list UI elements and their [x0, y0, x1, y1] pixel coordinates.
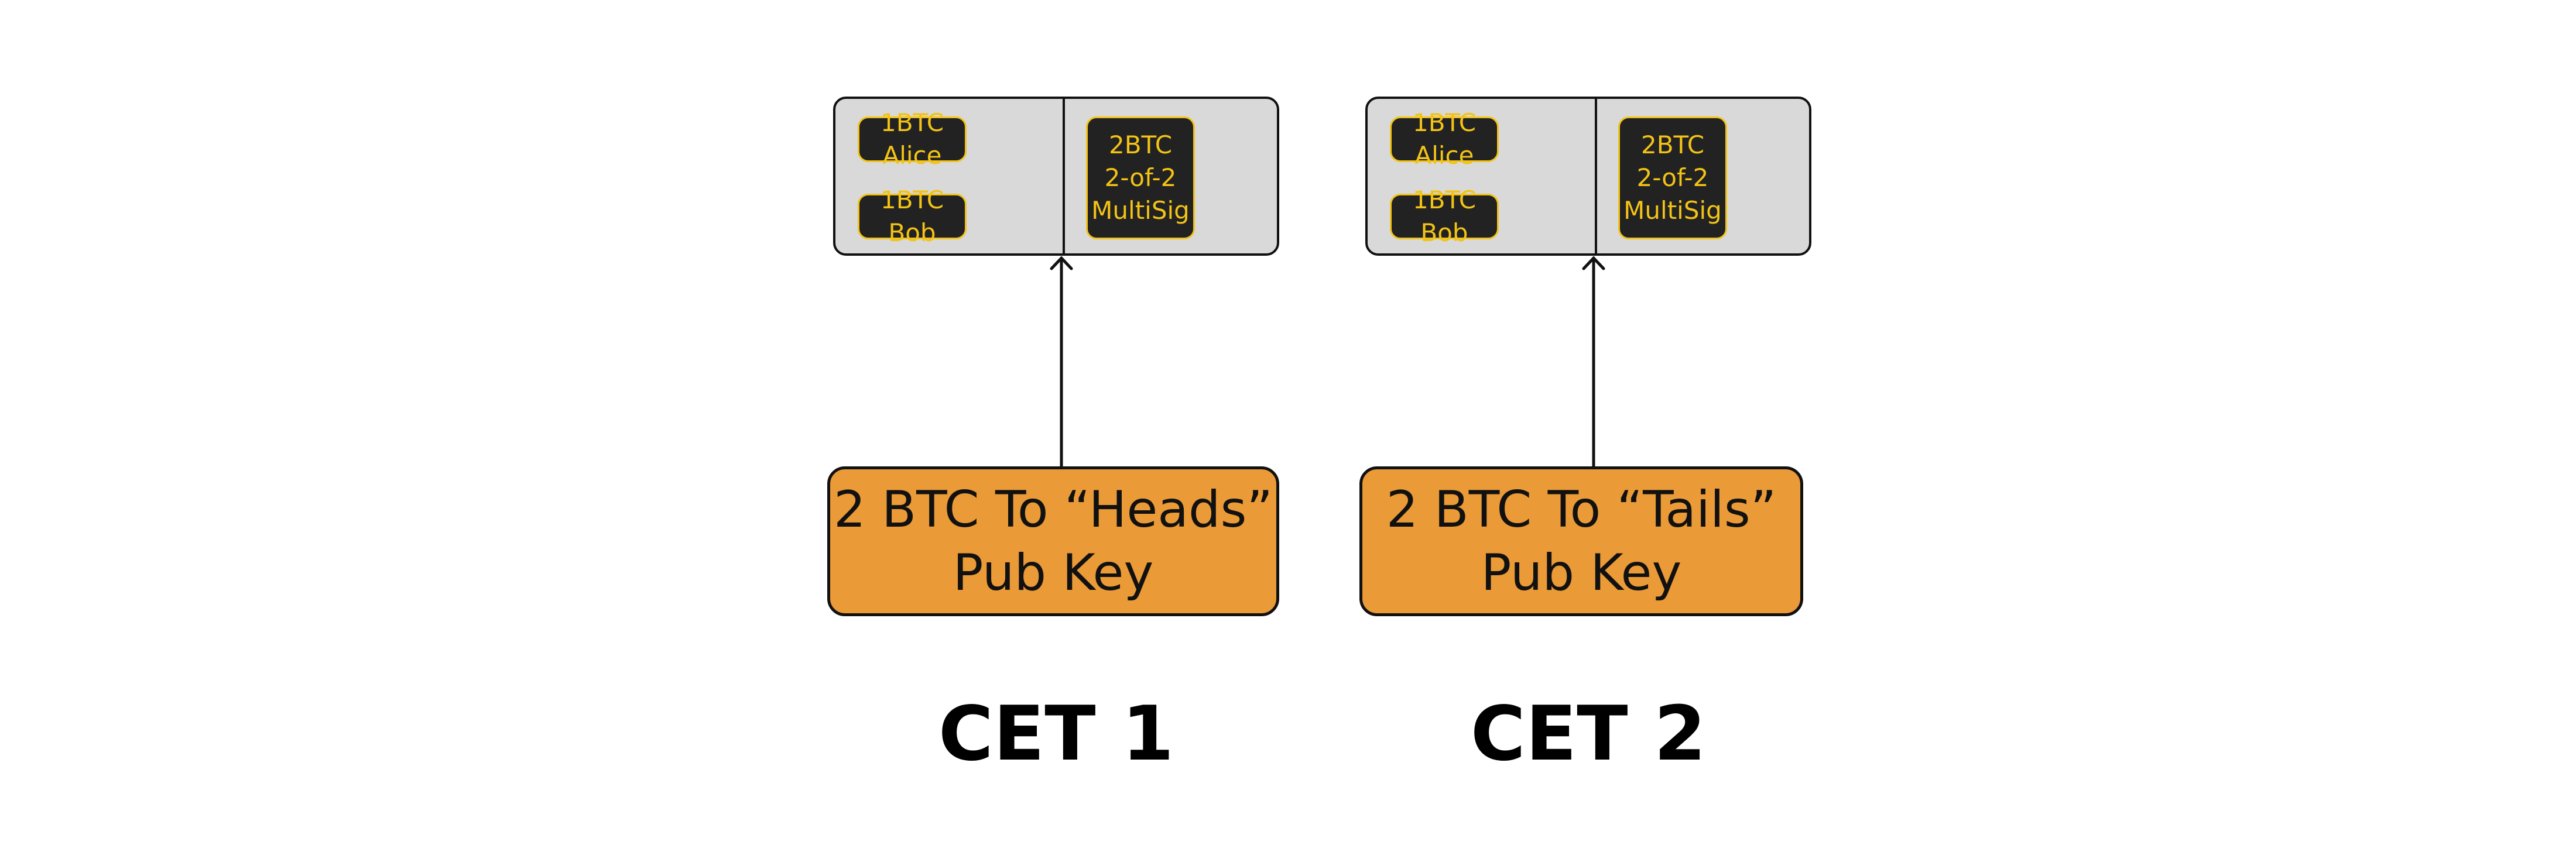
funding-transaction-box: 1BTC Alice 1BTC Bob 2BTC 2-of-2 MultiSig [1365, 97, 1811, 256]
arrow-up-icon [1582, 256, 1605, 466]
cet-label: CET 1 [938, 691, 1174, 778]
output-alice: 1BTC Alice [858, 108, 967, 170]
arrow-up-icon [1050, 256, 1073, 466]
cet-1-diagram: 1BTC Alice 1BTC Bob 2BTC 2-of-2 MultiSig… [827, 0, 1296, 845]
output-multisig: 2BTC 2-of-2 MultiSig [1086, 116, 1195, 239]
transaction-divider [1063, 99, 1065, 253]
output-bob: 1BTC Bob [858, 186, 967, 247]
transaction-divider [1595, 99, 1597, 253]
cet-label: CET 2 [1470, 691, 1707, 778]
cet-2-diagram: 1BTC Alice 1BTC Bob 2BTC 2-of-2 MultiSig… [1359, 0, 1828, 845]
funding-transaction-box: 1BTC Alice 1BTC Bob 2BTC 2-of-2 MultiSig [833, 97, 1279, 256]
oracle-heads-box: 2 BTC To “Heads” Pub Key [827, 466, 1279, 616]
oracle-tails-box: 2 BTC To “Tails” Pub Key [1359, 466, 1803, 616]
output-bob: 1BTC Bob [1390, 186, 1499, 247]
output-alice: 1BTC Alice [1390, 108, 1499, 170]
output-multisig: 2BTC 2-of-2 MultiSig [1618, 116, 1727, 239]
